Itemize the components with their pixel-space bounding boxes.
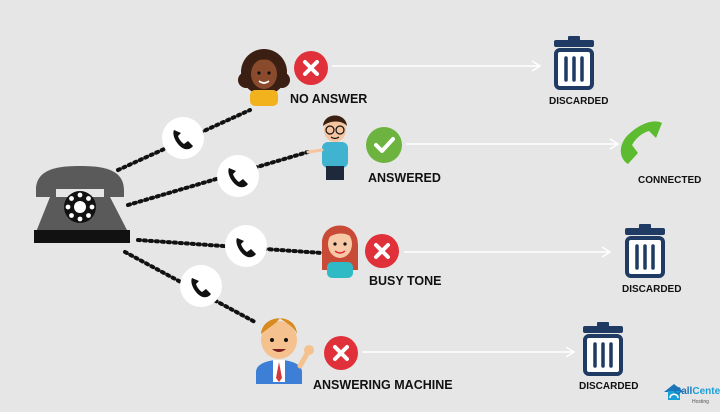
logo-subtext: Hosting	[692, 399, 709, 405]
rotary-telephone-icon	[34, 166, 130, 243]
trash-bin-icon	[583, 322, 623, 376]
red-x-icon	[365, 234, 399, 268]
handset-icon	[217, 155, 259, 197]
result-label-discarded: DISCARDED	[622, 284, 682, 295]
handset-icon	[162, 117, 204, 159]
woman-curly-hair-avatar	[238, 49, 290, 106]
green-check-icon	[366, 127, 402, 163]
arrows	[332, 60, 620, 358]
trash-bin-icon	[554, 36, 594, 90]
status-label-busy-tone: BUSY TONE	[369, 274, 442, 288]
result-label-discarded: DISCARDED	[549, 96, 609, 107]
trash-bin-icon	[625, 224, 665, 278]
status-label-no-answer: NO ANSWER	[290, 92, 368, 106]
result-label-connected: CONNECTED	[638, 175, 702, 186]
status-label-answering-machine: ANSWERING MACHINE	[313, 378, 453, 392]
arrow-3	[404, 246, 612, 258]
callcenter-logo-icon	[664, 384, 684, 400]
connected-handset-icon	[620, 121, 662, 164]
arrow-1	[332, 60, 542, 72]
man-glasses-avatar	[306, 115, 348, 180]
handset-icon	[180, 265, 222, 307]
woman-red-hair-avatar	[321, 225, 358, 278]
man-waving-avatar	[256, 318, 314, 384]
phone-circles	[162, 117, 267, 307]
logo-wordmark: CallCenter	[674, 386, 720, 397]
logo-part2: Center	[692, 386, 720, 397]
result-label-discarded: DISCARDED	[579, 381, 639, 392]
arrow-2	[406, 138, 620, 150]
red-x-icon	[324, 336, 358, 370]
red-x-icon	[294, 51, 328, 85]
handset-icon	[225, 225, 267, 267]
arrow-4	[362, 346, 576, 358]
logo-part1: Call	[674, 386, 693, 397]
status-label-answered: ANSWERED	[368, 171, 441, 185]
